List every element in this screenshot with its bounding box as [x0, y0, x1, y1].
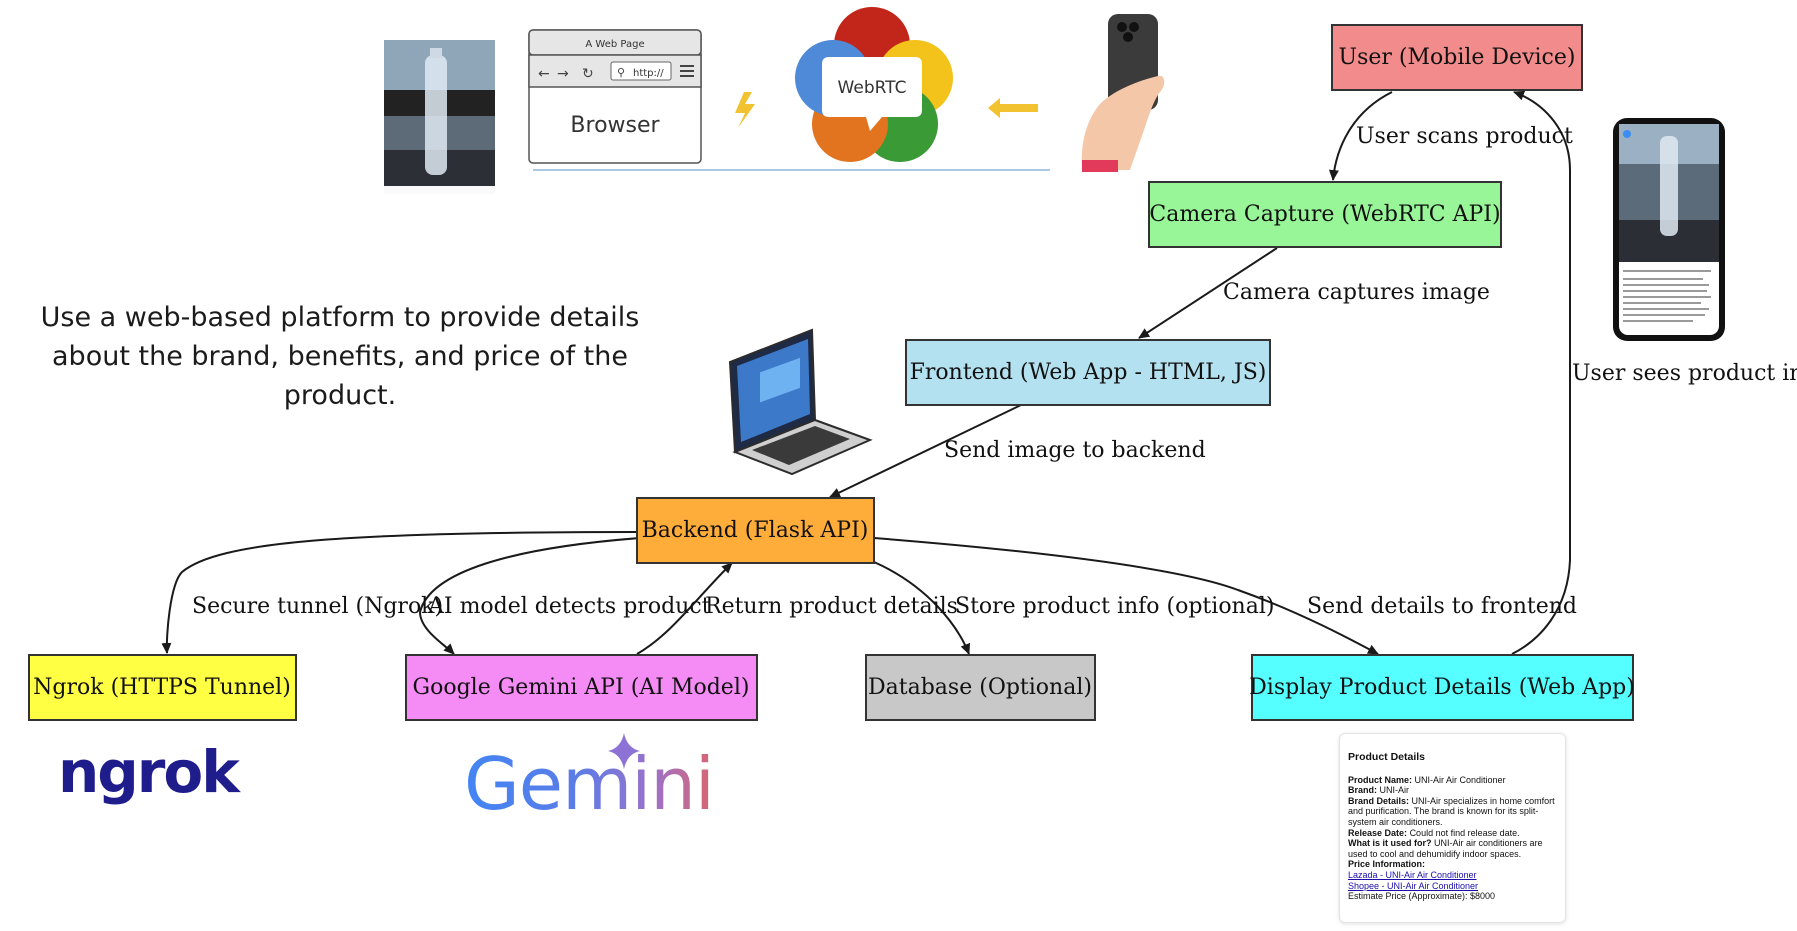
edge-label-camera-captures: Camera captures image	[1223, 280, 1490, 305]
webrtc-label: WebRTC	[838, 78, 907, 98]
bottle-photo	[384, 40, 495, 194]
brand-label: Brand:	[1348, 785, 1377, 796]
node-display-label: Display Product Details (Web App)	[1249, 675, 1635, 700]
product-name-value: UNI-Air Air Conditioner	[1414, 774, 1506, 785]
browser-window-title: A Web Page	[585, 39, 644, 50]
gemini-logo: Gemini	[464, 742, 715, 826]
edge-label-send-details: Send details to frontend	[1307, 594, 1577, 619]
usage-label: What is it used for?	[1348, 838, 1432, 849]
edge-gemini-to-backend	[636, 562, 733, 655]
node-gemini-label: Google Gemini API (AI Model)	[413, 675, 750, 700]
browser-window: A Web Page ← → ↻ ⚲ http:// Browser	[528, 29, 702, 164]
node-camera-label: Camera Capture (WebRTC API)	[1149, 202, 1500, 227]
phone-screenshot	[1613, 118, 1725, 341]
price-info-row: Price Information:	[1348, 859, 1557, 870]
webrtc-logo: WebRTC	[795, 7, 953, 162]
forward-arrow-icon: →	[557, 66, 569, 82]
edge-frontend-to-backend	[829, 404, 1022, 498]
search-icon: ⚲	[617, 66, 625, 79]
usage-row: What is it used for? UNI-Air air conditi…	[1348, 838, 1557, 859]
edge-backend-to-gemini	[418, 537, 641, 655]
browser-label: Browser	[570, 113, 660, 138]
price-info-label: Price Information:	[1348, 859, 1426, 870]
laptop-icon	[728, 328, 873, 476]
brand-row: Brand: UNI-Air	[1348, 785, 1557, 796]
edge-label-store-info: Store product info (optional)	[955, 594, 1274, 619]
usage-value: UNI-Air air conditioners are used to coo…	[1348, 838, 1543, 859]
edge-backend-to-display	[873, 537, 1379, 655]
node-display: Display Product Details (Web App)	[1249, 654, 1635, 721]
shopee-link[interactable]: Shopee - UNI-Air Air Conditioner	[1348, 880, 1479, 891]
release-date-row: Release Date: Could not find release dat…	[1348, 828, 1557, 839]
edge-user-to-camera	[1328, 91, 1393, 181]
edge-label-send-image: Send image to backend	[944, 438, 1206, 463]
brand-details-row: Brand Details: UNI-Air specializes in ho…	[1348, 796, 1557, 828]
node-camera: Camera Capture (WebRTC API)	[1148, 181, 1502, 248]
gemini-logo-text: Gemini	[464, 742, 715, 826]
node-user-label: User (Mobile Device)	[1339, 45, 1576, 70]
brand-details-value: UNI-Air specializes in home comfort and …	[1348, 795, 1555, 827]
edge-camera-to-frontend	[1138, 247, 1278, 339]
product-name-label: Product Name:	[1348, 774, 1413, 785]
node-frontend: Frontend (Web App - HTML, JS)	[905, 339, 1271, 406]
node-frontend-label: Frontend (Web App - HTML, JS)	[910, 360, 1267, 385]
lightning-icon	[735, 92, 755, 128]
brand-details-label: Brand Details:	[1348, 795, 1410, 806]
edge-display-to-user	[1511, 90, 1571, 655]
release-date-value: Could not find release date.	[1409, 827, 1520, 838]
release-date-label: Release Date:	[1348, 827, 1408, 838]
platform-description: Use a web-based platform to provide deta…	[40, 302, 640, 411]
reload-icon: ↻	[582, 66, 594, 82]
edge-label-secure-tunnel: Secure tunnel (Ngrok)	[192, 594, 443, 619]
edge-backend-to-ngrok	[161, 531, 639, 654]
node-ngrok-label: Ngrok (HTTPS Tunnel)	[33, 675, 291, 700]
gemini-sparkle-icon	[608, 733, 640, 769]
browser-address: http://	[633, 68, 664, 79]
brand-value: UNI-Air	[1379, 785, 1410, 796]
back-arrow-icon: ←	[538, 66, 550, 82]
node-backend: Backend (Flask API)	[636, 497, 875, 564]
lazada-link[interactable]: Lazada - UNI-Air Air Conditioner	[1348, 869, 1477, 880]
edge-label-user-scans: User scans product	[1356, 124, 1573, 149]
node-user: User (Mobile Device)	[1331, 24, 1583, 91]
product-name-row: Product Name: UNI-Air Air Conditioner	[1348, 775, 1557, 786]
node-gemini: Google Gemini API (AI Model)	[405, 654, 758, 721]
product-details-title: Product Details	[1348, 751, 1426, 763]
edge-backend-to-database	[873, 561, 970, 655]
left-arrow-icon	[988, 98, 1038, 118]
node-ngrok: Ngrok (HTTPS Tunnel)	[28, 654, 297, 721]
edge-label-return-details: Return product details	[705, 594, 958, 619]
node-backend-label: Backend (Flask API)	[642, 518, 869, 543]
hand-holding-phone	[1081, 14, 1165, 172]
ngrok-logo: ngrok	[58, 738, 240, 806]
node-database: Database (Optional)	[865, 654, 1096, 721]
product-details-card: Product Details Product Name: UNI-Air Ai…	[1339, 733, 1566, 923]
estimate-price: Estimate Price (Approximate): $8000	[1348, 891, 1496, 902]
menu-icon	[680, 65, 694, 77]
edge-label-user-sees: User sees product info	[1572, 361, 1797, 386]
node-database-label: Database (Optional)	[868, 675, 1092, 700]
edge-label-ai-detects: AI model detects product	[427, 594, 711, 619]
